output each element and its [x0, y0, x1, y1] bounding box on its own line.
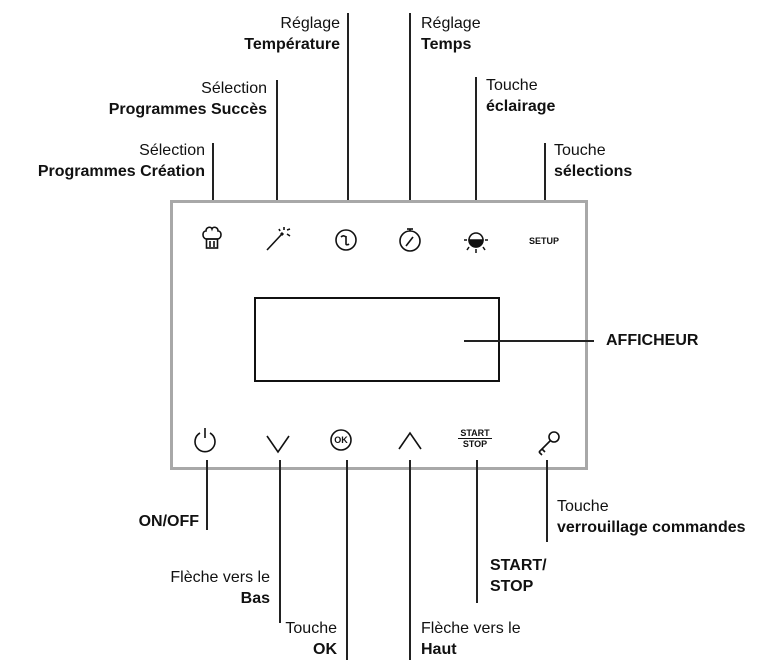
leader-start-stop	[476, 460, 478, 603]
display-screen	[254, 297, 500, 382]
leader-selections	[544, 143, 546, 223]
arrow-down-icon[interactable]	[263, 428, 293, 458]
label-programmes-creation: Sélection Programmes Création	[37, 142, 205, 180]
label-eclairage: Touche éclairage	[486, 77, 556, 115]
leader-temperature	[347, 13, 349, 210]
label-programmes-succes: Sélection Programmes Succès	[108, 80, 267, 118]
label-fleche-bas: Flèche vers le Bas	[170, 569, 270, 607]
temperature-icon[interactable]	[331, 225, 361, 255]
start-stop-icon[interactable]: START STOP	[458, 428, 492, 449]
label-verrouillage: Touche verrouillage commandes	[557, 498, 746, 536]
key-icon[interactable]	[534, 428, 564, 458]
leader-on-off	[206, 460, 208, 530]
leader-programmes-succes	[276, 80, 278, 210]
label-temps: Réglage Temps	[421, 15, 481, 53]
label-fleche-haut: Flèche vers le Haut	[421, 620, 521, 658]
setup-icon[interactable]: SETUP	[526, 236, 562, 246]
label-on-off: ON/OFF	[138, 513, 199, 530]
arrow-up-icon[interactable]	[395, 425, 425, 455]
label-afficheur: AFFICHEUR	[606, 332, 699, 349]
setup-label: SETUP	[528, 236, 559, 246]
ok-icon[interactable]: OK	[326, 425, 356, 455]
start-label: START	[458, 428, 492, 439]
leader-ok	[346, 460, 348, 660]
leader-fleche-haut	[409, 460, 411, 660]
label-ok: Touche OK	[285, 620, 337, 658]
leader-programmes-creation	[212, 143, 214, 208]
label-start-stop: START/ STOP	[490, 557, 547, 595]
leader-fleche-bas	[279, 460, 281, 623]
magic-wand-icon[interactable]	[262, 224, 292, 254]
leader-temps	[409, 13, 411, 213]
power-icon[interactable]	[190, 425, 220, 455]
label-selections: Touche sélections	[554, 142, 633, 180]
stop-label: STOP	[462, 439, 488, 449]
timer-icon[interactable]	[395, 225, 425, 255]
leader-afficheur	[464, 340, 594, 342]
leader-eclairage	[475, 77, 477, 215]
chef-hat-icon[interactable]	[197, 222, 227, 252]
leader-verrouillage	[546, 460, 548, 542]
light-icon[interactable]	[461, 226, 491, 256]
label-temperature: Réglage Température	[244, 15, 340, 53]
ok-icon-label: OK	[334, 435, 348, 445]
